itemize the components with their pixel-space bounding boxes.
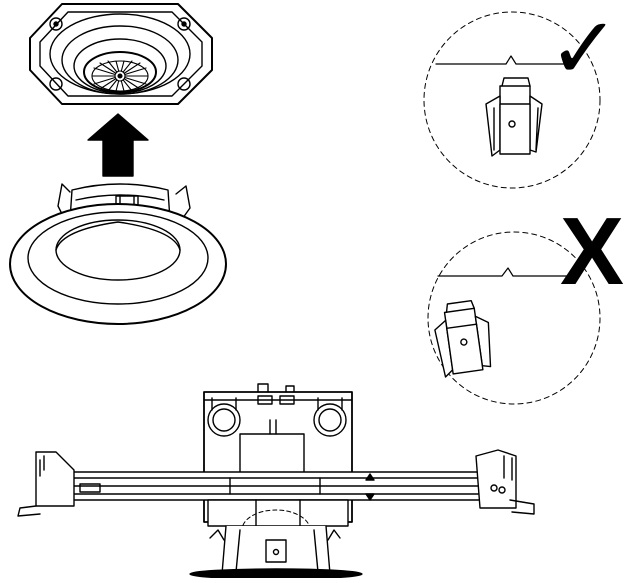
right-end-bracket: [475, 449, 535, 515]
spring-clip-incorrect: [434, 299, 492, 378]
trim-ring: [9, 183, 227, 325]
correct-clip-detail: [423, 11, 601, 189]
checkmark-icon: ✓: [548, 0, 620, 99]
spring-clip-correct: [485, 77, 543, 157]
up-arrow-icon: [87, 113, 149, 177]
x-mark-icon: X: [560, 198, 624, 305]
bar-hanger-rails: [39, 471, 499, 501]
left-end-bracket: [17, 451, 75, 517]
housing-with-mounting-bars: [17, 383, 535, 580]
light-engine: [29, 3, 213, 105]
incorrect-clip-detail: [427, 231, 601, 405]
recessed-can: [189, 499, 363, 580]
lens-fins: [91, 60, 149, 92]
